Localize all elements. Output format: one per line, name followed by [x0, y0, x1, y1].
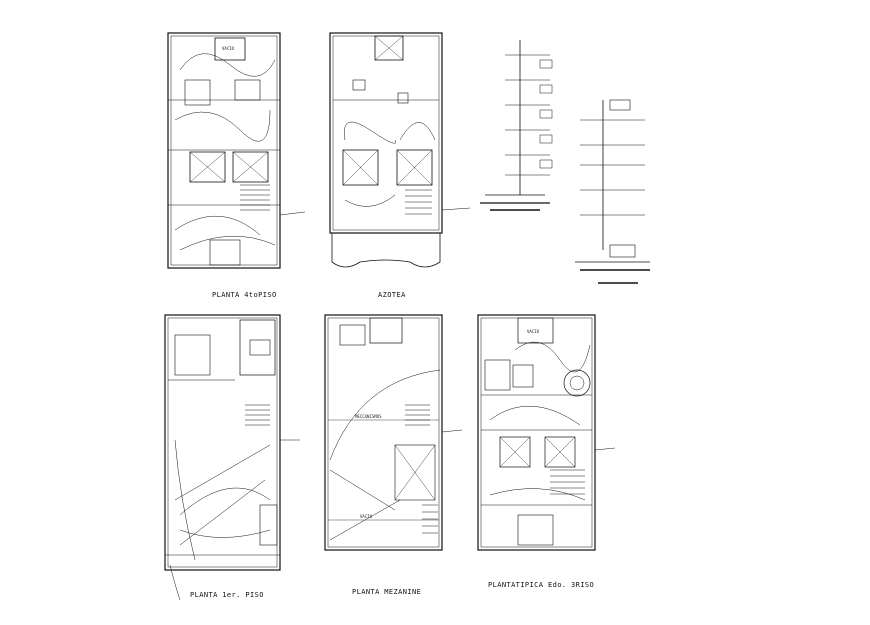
room-label-vacio-mezanine: VACIO: [360, 514, 373, 519]
room-label-vacio-tipica: VACIO: [527, 329, 540, 334]
plan-roof: AZOTEA: [329, 32, 471, 299]
plan-typical-floor: VACIO PLANTATIPICA Edo. 3RISO: [477, 314, 616, 589]
plan-4th-floor: VACIO PLANTA 4toPISO: [167, 32, 306, 299]
riser-diagram-left: [480, 40, 553, 211]
caption-planta-mezanine: PLANTA MEZANINE: [352, 588, 421, 596]
caption-planta-4to-piso: PLANTA 4toPISO: [212, 291, 277, 299]
room-label-meccanismos: MECCANISMOS: [355, 414, 382, 419]
room-label-vacio: VACIO: [222, 46, 235, 51]
plan-1st-floor: PLANTA 1er. PISO: [164, 314, 300, 601]
plan-mezzanine: MECCANISMOS VACIO PLANTA MEZANINE: [324, 314, 463, 596]
caption-planta-tipica: PLANTATIPICA Edo. 3RISO: [488, 581, 594, 589]
caption-planta-1er-piso: PLANTA 1er. PISO: [190, 591, 264, 599]
caption-azotea: AZOTEA: [378, 291, 406, 299]
riser-diagram-right: [575, 99, 650, 284]
